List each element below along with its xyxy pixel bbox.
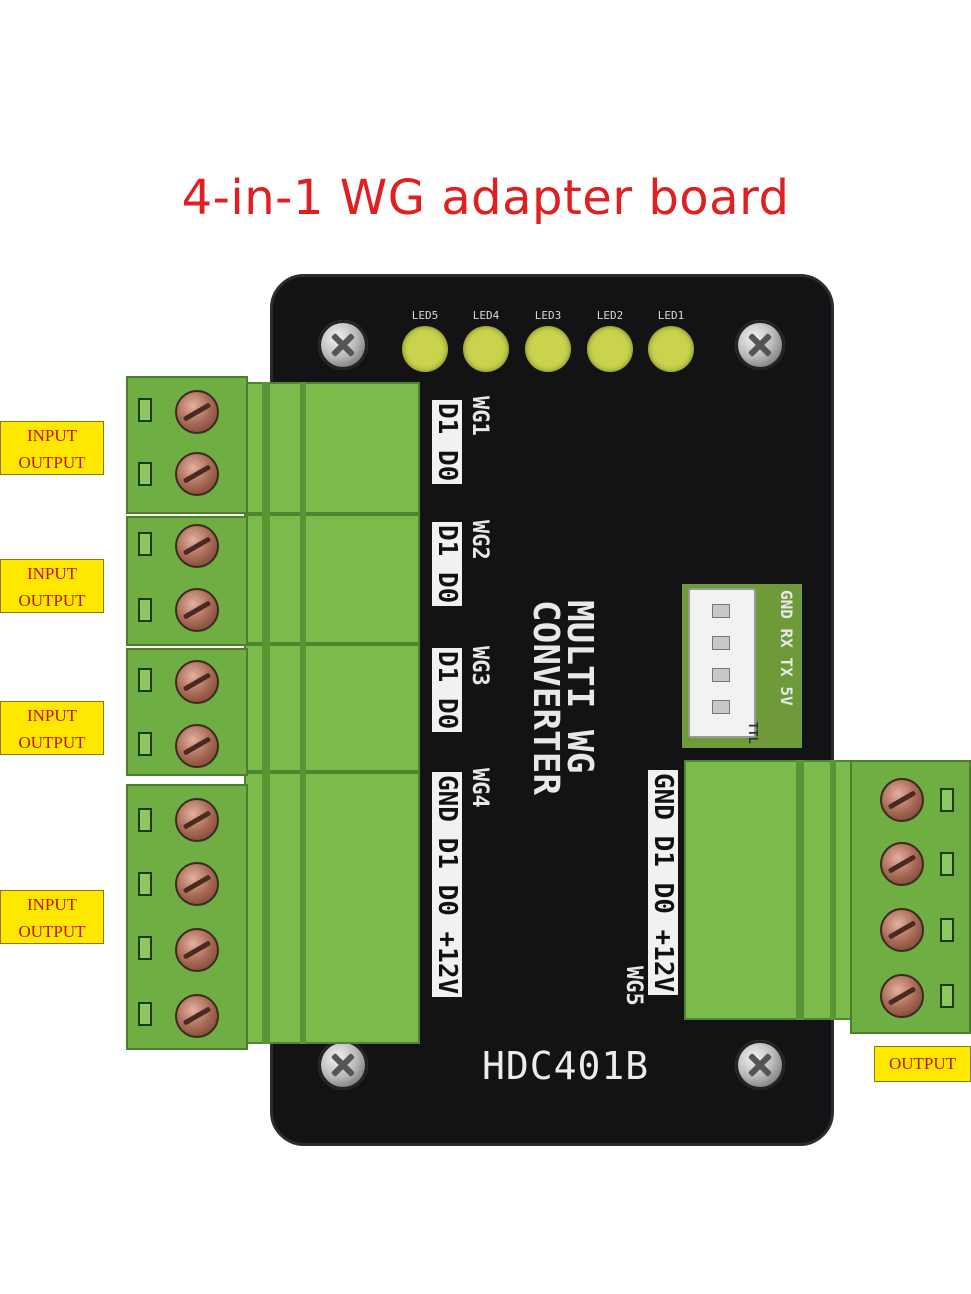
screw-terminal-icon[interactable] [175,390,219,434]
mounting-screw-icon [735,320,785,370]
led-label: LED1 [657,309,685,322]
io-tag-wg2: INPUT OUTPUT [0,559,104,613]
connector-pin [712,604,730,618]
ttl-pin-label: GND RX TX 5V [777,590,796,706]
screw-terminal-icon[interactable] [880,842,924,886]
plug-ridge [300,382,306,1044]
tag-line2: OUTPUT [18,453,86,472]
tag-line2: OUTPUT [18,922,86,941]
screw-terminal-icon[interactable] [880,974,924,1018]
io-tag-wg5: OUTPUT [874,1046,971,1082]
wg4-plug [244,772,420,1044]
led-label: LED4 [472,309,500,322]
terminal-slot [138,872,152,896]
model-number: HDC401B [482,1044,650,1088]
tag-line1: INPUT [26,706,78,725]
wg4-pin-label: GND D1 D0 +12V [432,772,462,998]
terminal-slot [138,398,152,422]
wg3-pin-label: D1 D0 [432,648,462,733]
wg2-pin-label: D1 D0 [432,522,462,607]
tag-line1: INPUT [26,426,78,445]
page-title: 4-in-1 WG adapter board [181,170,790,226]
mounting-screw-icon [318,320,368,370]
wg3-plug [244,644,420,772]
terminal-slot [138,732,152,756]
screw-terminal-icon[interactable] [175,928,219,972]
screw-terminal-icon[interactable] [880,908,924,952]
terminal-slot [940,918,954,942]
product-name-line2: CONVERTER [525,600,566,796]
plug-ridge [796,760,804,1020]
wg1-plug [244,382,420,514]
screw-terminal-icon[interactable] [175,452,219,496]
led-label: LED3 [534,309,562,322]
wg4-port-name: WG4 [467,768,492,808]
terminal-slot [940,984,954,1008]
terminal-slot [138,598,152,622]
connector-pin [712,668,730,682]
screw-terminal-icon[interactable] [175,660,219,704]
screw-terminal-icon[interactable] [175,588,219,632]
io-tag-wg3: INPUT OUTPUT [0,701,104,755]
terminal-slot [138,668,152,692]
tag-line2: OUTPUT [18,591,86,610]
screw-terminal-icon[interactable] [175,798,219,842]
terminal-slot [138,532,152,556]
terminal-slot [940,788,954,812]
wg2-plug [244,514,420,644]
terminal-slot [138,462,152,486]
terminal-slot [940,852,954,876]
wg5-port-name: WG5 [621,966,646,1006]
led-indicator [648,326,694,372]
terminal-slot [138,1002,152,1026]
io-tag-wg1: INPUT OUTPUT [0,421,104,475]
mounting-screw-icon [735,1040,785,1090]
terminal-slot [138,808,152,832]
screw-terminal-icon[interactable] [175,862,219,906]
screw-terminal-icon[interactable] [175,994,219,1038]
screw-terminal-icon[interactable] [175,724,219,768]
wg5-pin-label: GND D1 D0 +12V [648,770,678,996]
wg1-pin-label: D1 D0 [432,400,462,485]
screw-terminal-icon[interactable] [175,524,219,568]
screw-terminal-icon[interactable] [880,778,924,822]
wg1-port-name: WG1 [467,396,492,436]
connector-pin [712,636,730,650]
led-label: LED5 [411,309,439,322]
ttl-label: TTL [746,722,760,744]
led-indicator [587,326,633,372]
wg3-port-name: WG3 [467,646,492,686]
plug-ridge [830,760,836,1020]
led-indicator [525,326,571,372]
wg2-port-name: WG2 [467,520,492,560]
connector-pin [712,700,730,714]
io-tag-wg4: INPUT OUTPUT [0,890,104,944]
led-indicator [402,326,448,372]
tag-line1: INPUT [26,564,78,583]
led-label: LED2 [596,309,624,322]
led-indicator [463,326,509,372]
tag-line1: INPUT [26,895,78,914]
terminal-slot [138,936,152,960]
plug-ridge [262,382,270,1044]
tag-line2: OUTPUT [18,733,86,752]
mounting-screw-icon [318,1040,368,1090]
tag-line1: OUTPUT [888,1054,957,1073]
